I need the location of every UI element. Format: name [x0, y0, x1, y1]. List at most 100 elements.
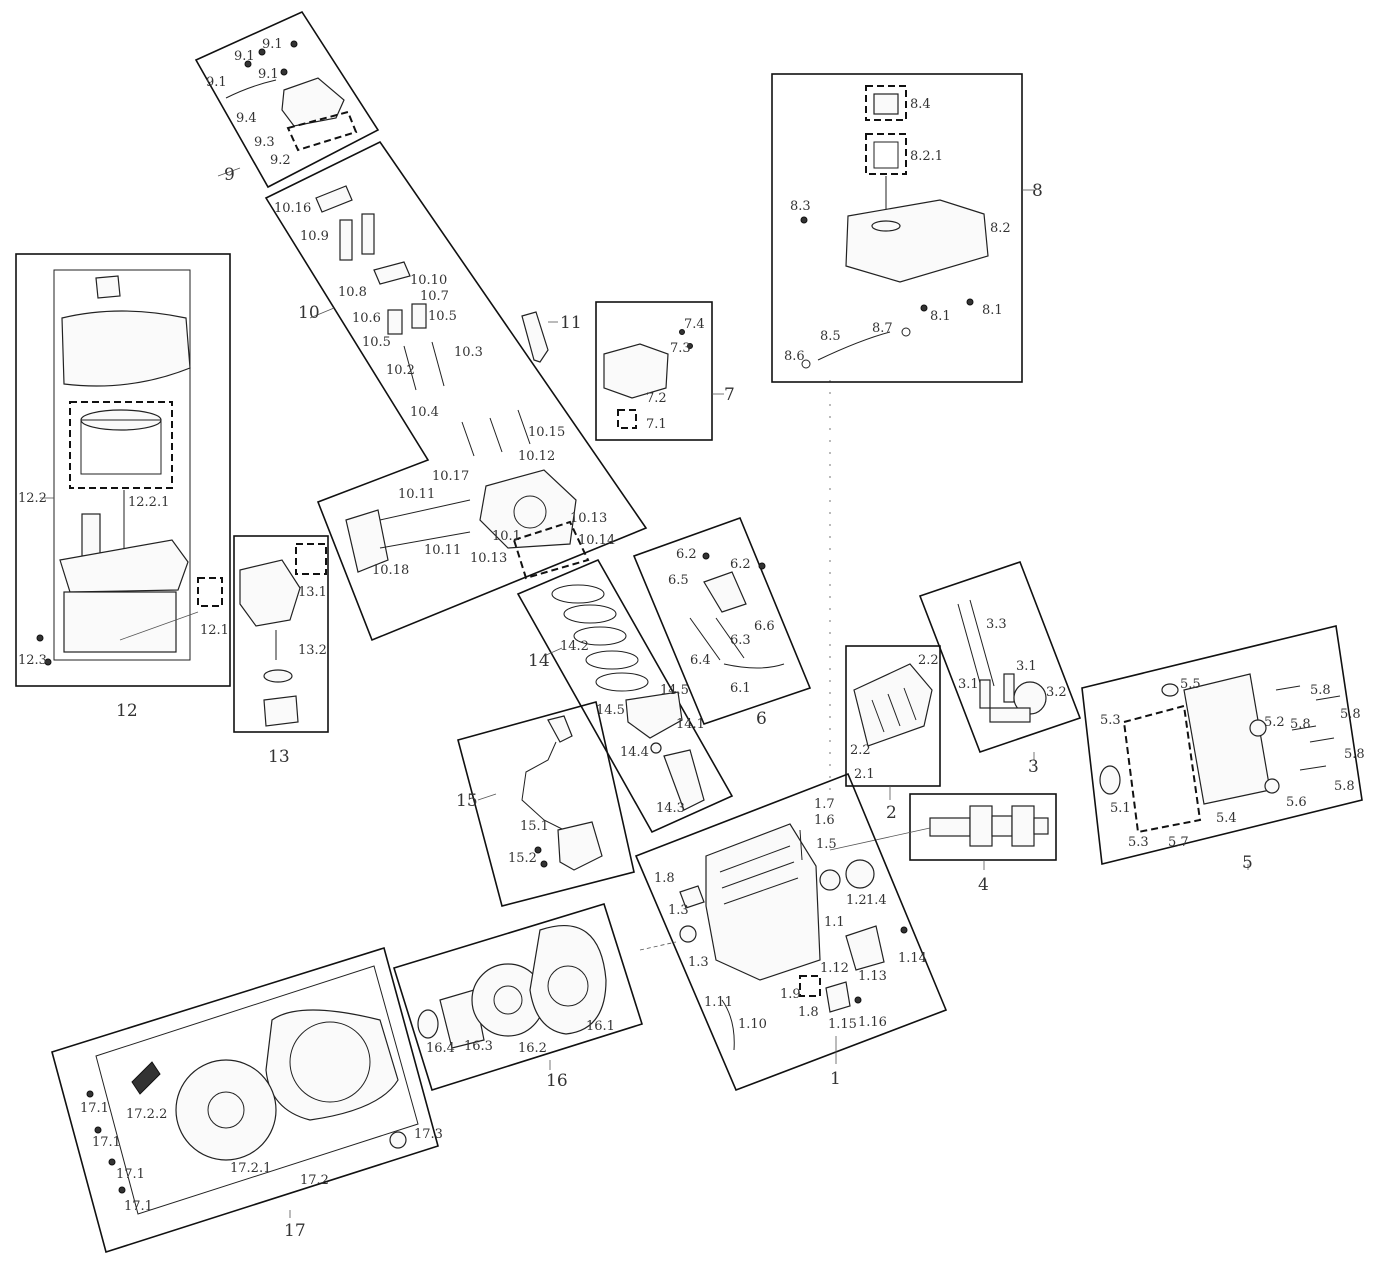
- part-label-3-2: 3.2: [1046, 685, 1067, 700]
- group-label-11: 11: [560, 313, 582, 333]
- part-label-17-2-1: 17.2.1: [230, 1161, 271, 1176]
- group-5-crankcase-cover: 5.5 5.3 5.2 5.8 5.8 5.8 5.8 5.8 5.6 5.1 …: [1081, 625, 1365, 873]
- group-14-piston: 14.2 14.5 14.5 14.1 14.4 14.3 14: [516, 558, 734, 834]
- part-label-5-8b: 5.8: [1340, 707, 1361, 722]
- part-label-3-1b: 3.1: [1016, 659, 1037, 674]
- part-label-1-8a: 1.8: [654, 871, 675, 886]
- part-label-17-1b: 17.1: [92, 1135, 121, 1150]
- group-label-1: 1: [830, 1069, 841, 1089]
- part-label-1-7: 1.7: [814, 797, 835, 812]
- group-label-13: 13: [268, 747, 290, 767]
- part-label-5-5: 5.5: [1180, 677, 1201, 692]
- part-label-10-15: 10.15: [528, 425, 565, 440]
- part-label-14-4: 14.4: [620, 745, 649, 760]
- part-label-5-8a: 5.8: [1310, 683, 1331, 698]
- part-label-10-12: 10.12: [518, 449, 555, 464]
- part-label-7-3: 7.3: [670, 341, 691, 356]
- group-label-14: 14: [528, 651, 550, 671]
- group-11-spark-plug: 11: [521, 311, 582, 363]
- group-4-crankshaft: 4: [829, 793, 1057, 895]
- part-label-8-4: 8.4: [910, 97, 931, 112]
- part-label-8-1a: 8.1: [930, 309, 951, 324]
- part-label-2-1: 2.1: [854, 767, 875, 782]
- part-label-5-1: 5.1: [1110, 801, 1131, 816]
- part-label-6-6: 6.6: [754, 619, 775, 634]
- group-9-cylinder-head-cover: 9.1 9.1 9.1 9.1 9.4 9.3 9.2 9: [194, 10, 380, 189]
- part-label-16-2: 16.2: [518, 1041, 547, 1056]
- part-label-2-2b: 2.2: [850, 743, 871, 758]
- group-label-15: 15: [456, 791, 478, 811]
- part-label-12-3: 12.3: [18, 653, 47, 668]
- group-label-17: 17: [284, 1221, 306, 1241]
- part-label-7-2: 7.2: [646, 391, 667, 406]
- part-label-5-3b: 5.3: [1128, 835, 1149, 850]
- part-label-14-5: 14.5: [660, 683, 689, 698]
- part-label-1-11: 1.11: [704, 995, 733, 1010]
- part-label-5-2: 5.2: [1264, 715, 1285, 730]
- part-label-10-3: 10.3: [454, 345, 483, 360]
- part-label-15-1: 15.1: [520, 819, 549, 834]
- part-label-10-5b: 10.5: [362, 335, 391, 350]
- part-label-9-4: 9.4: [236, 111, 257, 126]
- part-label-9-1b: 9.1: [262, 37, 283, 52]
- part-label-10-8: 10.8: [338, 285, 367, 300]
- group-15-ignition-coil: 15.1 15.2 15: [456, 701, 635, 907]
- part-label-6-1: 6.1: [730, 681, 751, 696]
- group-13-carburetor: 13.1 13.2 13: [233, 535, 329, 767]
- part-label-3-3: 3.3: [986, 617, 1007, 632]
- part-label-5-4: 5.4: [1216, 811, 1237, 826]
- part-label-17-2-2: 17.2.2: [126, 1107, 167, 1122]
- part-label-10-1: 10.1: [492, 529, 521, 544]
- part-label-12-2-1: 12.2.1: [128, 495, 169, 510]
- part-label-9-2: 9.2: [270, 153, 291, 168]
- part-label-14-5b: 14.5: [596, 703, 625, 718]
- part-label-9-1c: 9.1: [206, 75, 227, 90]
- part-label-9-3: 9.3: [254, 135, 275, 150]
- part-label-1-10: 1.10: [738, 1017, 767, 1032]
- group-6-governor: 6.2 6.2 6.5 6.6 6.3 6.4 6.1 6: [632, 516, 812, 729]
- part-label-1-2: 1.2: [846, 893, 867, 908]
- group-label-7: 7: [724, 385, 735, 405]
- part-label-13-2: 13.2: [298, 643, 327, 658]
- part-label-15-2: 15.2: [508, 851, 537, 866]
- part-label-1-16: 1.16: [858, 1015, 887, 1030]
- part-label-9-1a: 9.1: [234, 49, 255, 64]
- part-label-10-16: 10.16: [274, 201, 311, 216]
- part-label-1-9: 1.9: [780, 987, 801, 1002]
- group-label-8: 8: [1032, 181, 1043, 201]
- part-label-5-7: 5.7: [1168, 835, 1189, 850]
- part-label-6-2a: 6.2: [676, 547, 697, 562]
- part-label-5-8c: 5.8: [1290, 717, 1311, 732]
- part-label-1-12: 1.12: [820, 961, 849, 976]
- part-label-10-13b: 10.13: [470, 551, 507, 566]
- part-label-17-2: 17.2: [300, 1173, 329, 1188]
- group-10-cylinder-head: 10.16 10.9 10.8 10.10 10.7 10.6 10.5 10.…: [264, 140, 648, 642]
- part-label-10-13a: 10.13: [570, 511, 607, 526]
- part-label-7-4: 7.4: [684, 317, 705, 332]
- part-label-8-5: 8.5: [820, 329, 841, 344]
- part-label-13-1: 13.1: [298, 585, 327, 600]
- part-label-10-11b: 10.11: [424, 543, 461, 558]
- part-label-6-4: 6.4: [690, 653, 711, 668]
- part-label-5-8d: 5.8: [1344, 747, 1365, 762]
- part-label-1-13: 1.13: [858, 969, 887, 984]
- part-label-1-1: 1.1: [824, 915, 845, 930]
- group-label-12: 12: [116, 701, 138, 721]
- part-label-6-3: 6.3: [730, 633, 751, 648]
- part-label-10-9: 10.9: [300, 229, 329, 244]
- group-label-10: 10: [298, 303, 320, 323]
- part-label-8-1b: 8.1: [982, 303, 1003, 318]
- part-label-16-1: 16.1: [586, 1019, 615, 1034]
- part-label-3-1a: 3.1: [958, 677, 979, 692]
- part-label-17-3: 17.3: [414, 1127, 443, 1142]
- part-label-2-2a: 2.2: [918, 653, 939, 668]
- part-label-10-17: 10.17: [432, 469, 469, 484]
- part-label-8-6: 8.6: [784, 349, 805, 364]
- part-label-1-5: 1.5: [816, 837, 837, 852]
- group-label-2: 2: [886, 803, 897, 823]
- part-label-6-5: 6.5: [668, 573, 689, 588]
- group-label-6: 6: [756, 709, 767, 729]
- group-label-9: 9: [224, 165, 235, 185]
- part-label-10-4: 10.4: [410, 405, 439, 420]
